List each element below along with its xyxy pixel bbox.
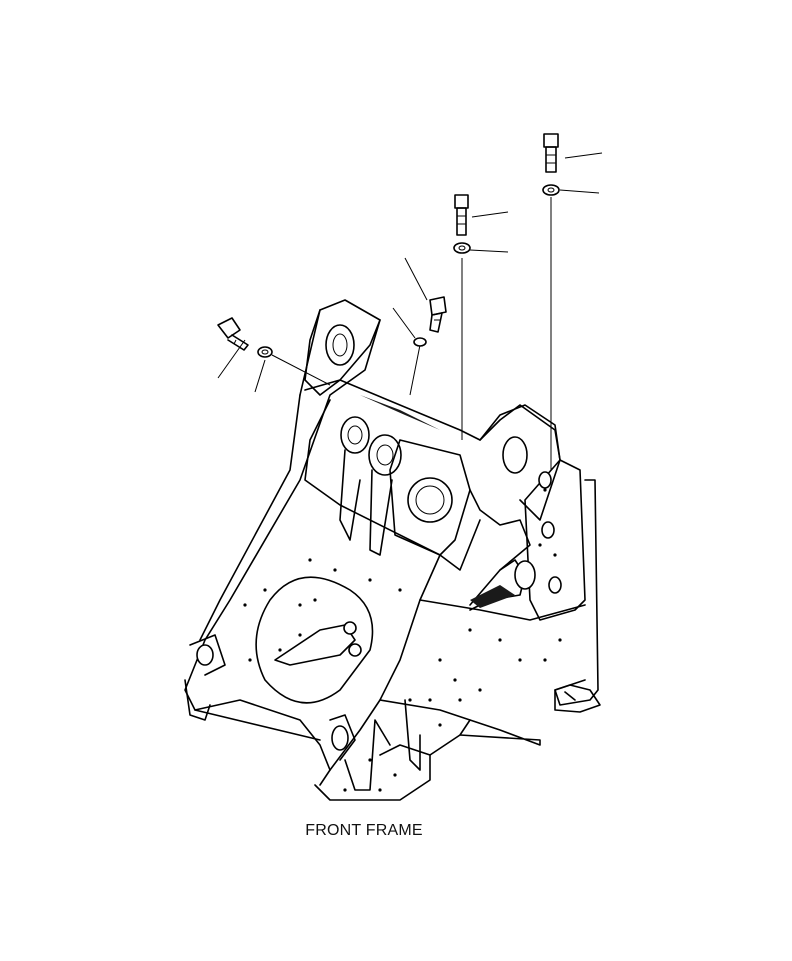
bolt-upper-mid [454,194,469,236]
bolt-upper-right [543,133,559,173]
bolt-left [217,317,249,351]
front-frame-body [184,299,601,801]
washer-upper-right [542,184,560,196]
washer-center [413,337,427,347]
washer-left [257,346,273,358]
washer-upper-mid [453,242,471,254]
frame-dots [243,488,562,792]
leader-lines [217,152,603,470]
diagram-caption: FRONT FRAME [305,822,423,839]
bolt-center [429,296,447,333]
